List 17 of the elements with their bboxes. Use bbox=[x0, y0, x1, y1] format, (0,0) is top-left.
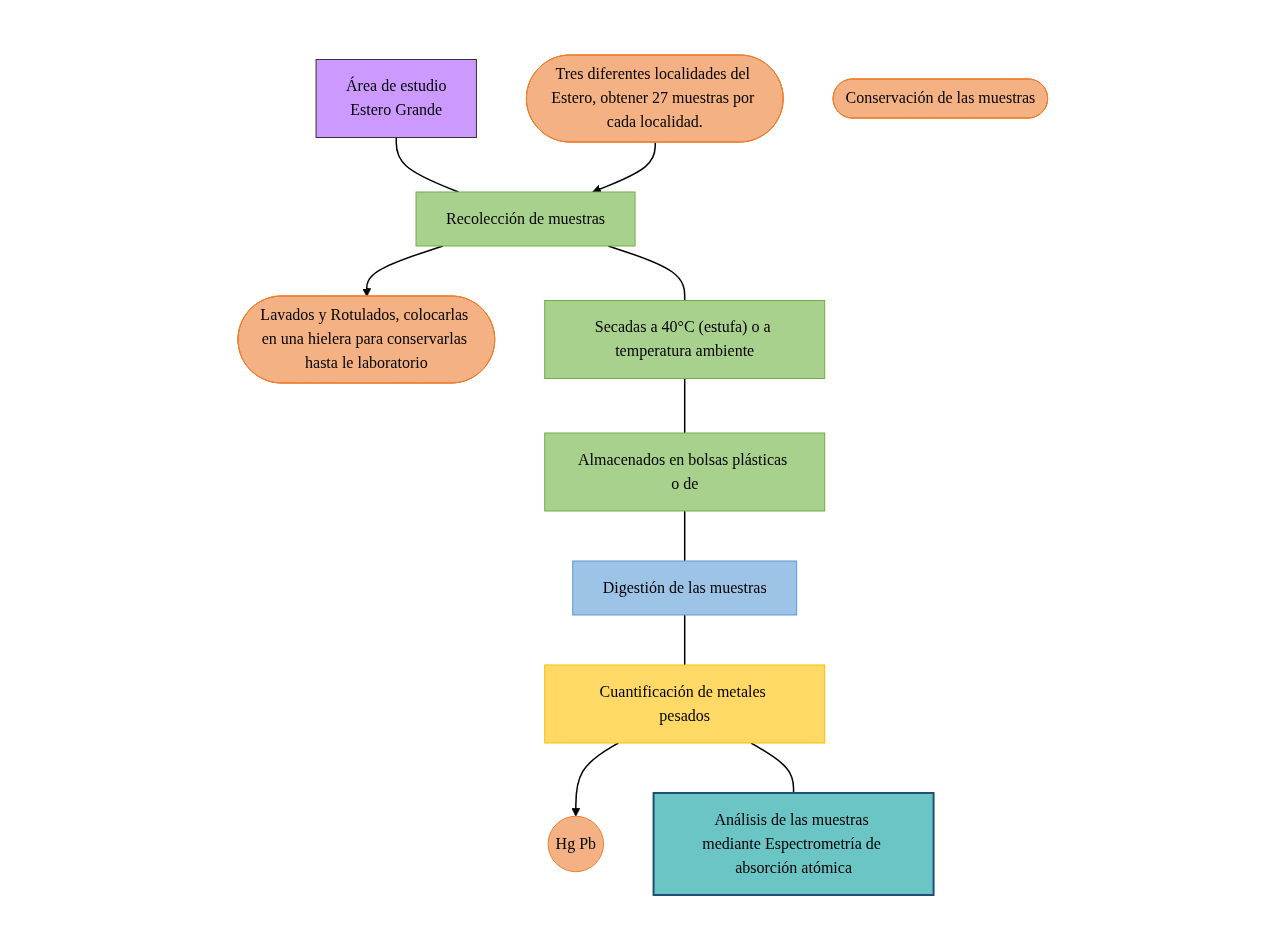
connector bbox=[683, 509, 686, 562]
node-box: Cuantificación de metales pesados bbox=[543, 664, 825, 743]
node-box: Área de estudio Estero Grande bbox=[315, 58, 477, 138]
node-box: Análisis de las muestras mediante Espectrometría de absorción atómica bbox=[652, 791, 935, 896]
connector bbox=[395, 136, 459, 193]
node-box: Recolección de muestras bbox=[415, 191, 636, 246]
arrow bbox=[571, 741, 619, 817]
connector bbox=[683, 377, 686, 434]
node-circle: Hg Pb bbox=[547, 815, 604, 872]
arrow bbox=[591, 141, 656, 193]
arrow bbox=[362, 244, 444, 297]
node-box: Almacenados en bolsas plásticas o de bbox=[543, 432, 825, 511]
connector bbox=[683, 613, 686, 666]
connector bbox=[607, 244, 686, 301]
node-box: Digestión de las muestras bbox=[571, 560, 797, 615]
node-box: Secadas a 40°C (estufa) o a temperatura ambiente bbox=[543, 299, 825, 379]
connector bbox=[749, 741, 794, 794]
